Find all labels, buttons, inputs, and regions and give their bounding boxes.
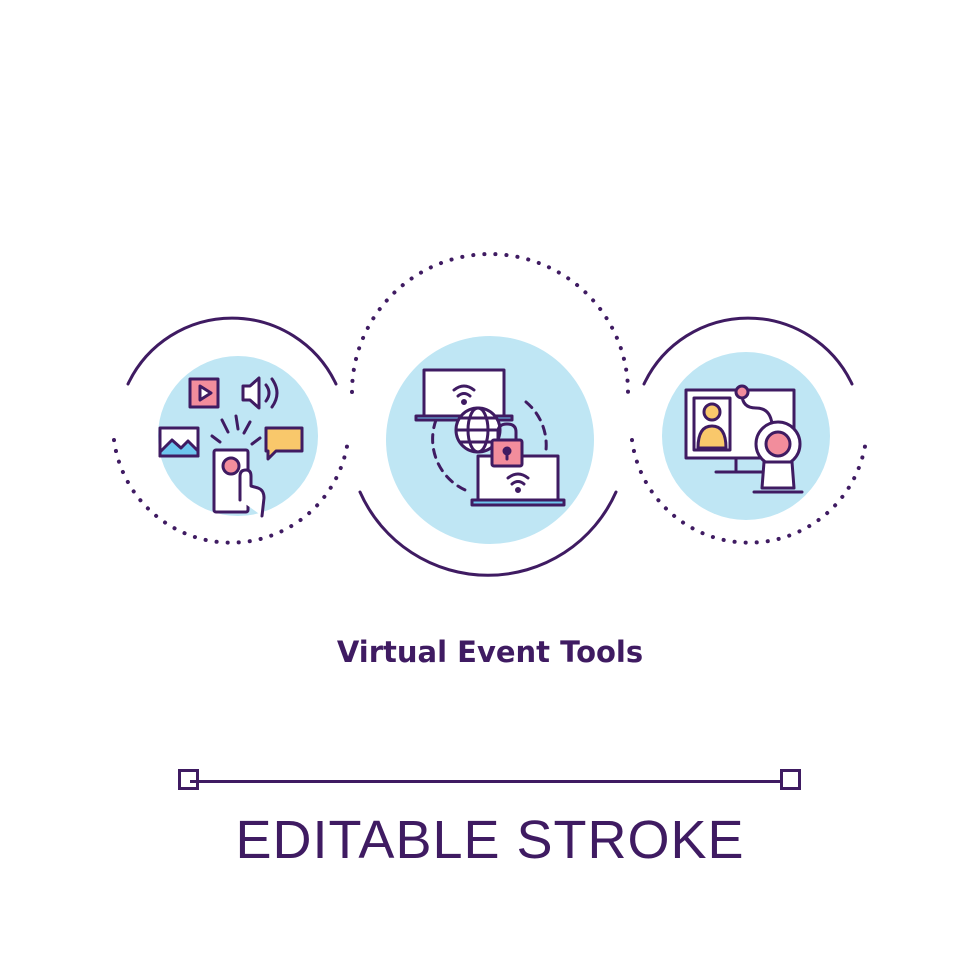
page-title: Virtual Event Tools xyxy=(336,635,644,669)
hand-icon xyxy=(238,468,266,518)
center-concept-group xyxy=(350,252,630,577)
video-conference-webcam-icon xyxy=(684,384,804,494)
editable-stroke-caption: EDITABLE STROKE xyxy=(235,810,745,870)
image-icon xyxy=(158,426,200,458)
cable-icon xyxy=(740,392,774,426)
stroke-handle-right xyxy=(780,769,801,790)
burst-lines xyxy=(210,414,262,446)
phone-button xyxy=(221,456,241,476)
left-arc-dotted xyxy=(112,438,350,545)
chat-bubble-icon xyxy=(264,426,304,461)
play-triangle xyxy=(198,384,213,402)
right-concept-group xyxy=(630,316,868,545)
center-arc-solid xyxy=(358,490,618,577)
interactive-media-icon xyxy=(158,376,304,518)
stroke-line xyxy=(190,780,790,783)
right-arc-dotted xyxy=(630,438,868,545)
speaker-icon xyxy=(241,376,279,410)
globe-icon xyxy=(454,406,502,454)
padlock-icon xyxy=(490,422,524,468)
orbit-dashes xyxy=(431,400,548,494)
person-avatar-icon xyxy=(692,396,732,452)
cable-plug xyxy=(734,384,750,400)
stroke-handle-left xyxy=(178,769,199,790)
webcam-icon xyxy=(752,420,804,494)
left-concept-group xyxy=(112,316,350,545)
secure-network-laptops-icon xyxy=(414,368,566,507)
right-arc-solid xyxy=(642,316,854,386)
center-arc-dotted xyxy=(350,252,630,394)
left-arc-solid xyxy=(126,316,338,386)
